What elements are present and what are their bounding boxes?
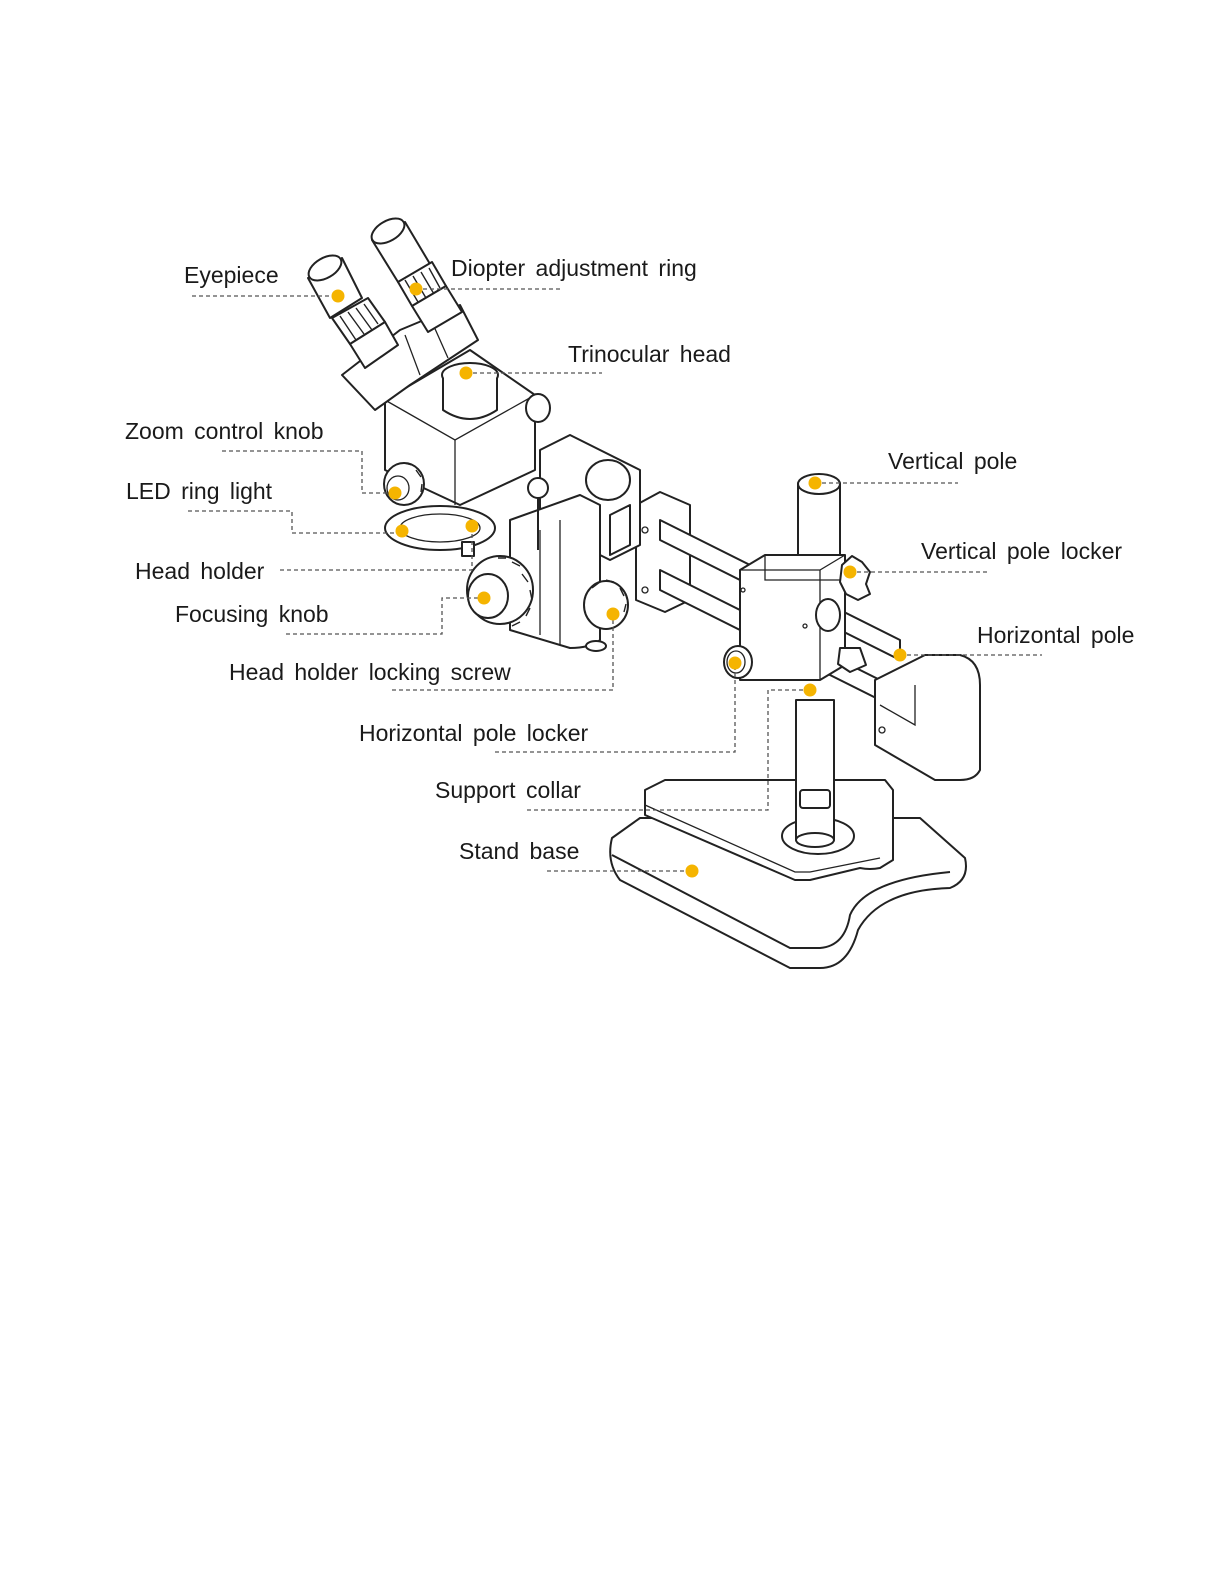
stand-base-marker	[686, 865, 699, 878]
diopter-marker	[410, 283, 423, 296]
label-led-ring-light: LED ring light	[126, 478, 273, 504]
label-vertical-pole: Vertical pole	[888, 448, 1017, 474]
horizontal-pole-marker	[894, 649, 907, 662]
label-horizontal-pole-locker: Horizontal pole locker	[359, 720, 589, 746]
label-head-holder-locking-screw: Head holder locking screw	[229, 659, 511, 685]
label-trinocular-head: Trinocular head	[568, 341, 731, 367]
label-horizontal-pole: Horizontal pole	[977, 622, 1134, 648]
stand-base-drawing	[610, 780, 966, 968]
vertical-locker-marker	[844, 566, 857, 579]
label-head-holder: Head holder	[135, 558, 265, 584]
part-labels: Eyepiece Diopter adjustment ring Trinocu…	[125, 255, 1134, 864]
zoom-control-knob-drawing	[384, 463, 424, 505]
focusing-marker	[478, 592, 491, 605]
label-diopter-adjustment-ring: Diopter adjustment ring	[451, 255, 697, 281]
eyepiece-marker	[332, 290, 345, 303]
label-vertical-pole-locker: Vertical pole locker	[921, 538, 1122, 564]
horizontal-locker-marker	[729, 657, 742, 670]
label-focusing-knob: Focusing knob	[175, 601, 329, 627]
head-screw-marker	[607, 608, 620, 621]
led-marker	[396, 525, 409, 538]
leader-lines	[188, 289, 1042, 871]
label-eyepiece: Eyepiece	[184, 262, 279, 288]
label-support-collar: Support collar	[435, 777, 581, 803]
vertical-pole-marker	[809, 477, 822, 490]
label-zoom-control-knob: Zoom control knob	[125, 418, 323, 444]
head-holder-marker	[466, 520, 479, 533]
support-collar-marker	[804, 684, 817, 697]
label-stand-base: Stand base	[459, 838, 579, 864]
trinocular-marker	[460, 367, 473, 380]
zoom-knob-marker	[389, 487, 402, 500]
